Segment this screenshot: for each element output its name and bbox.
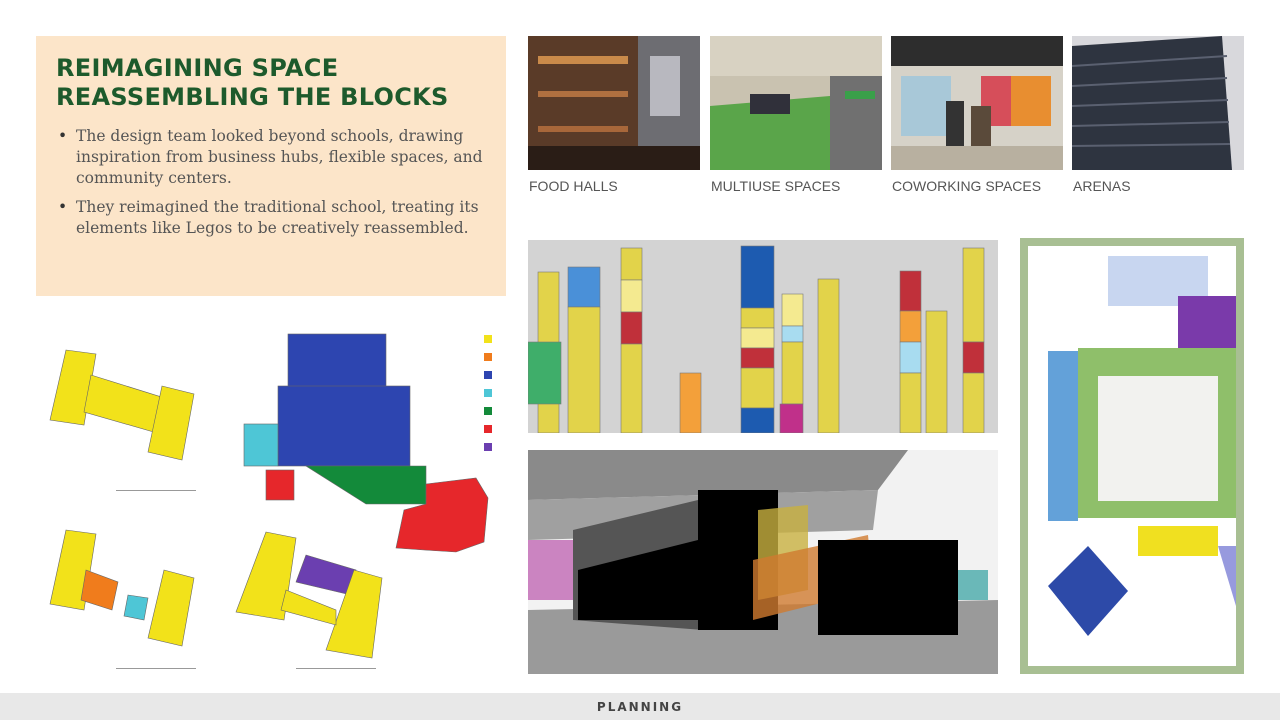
title-line-1: REIMAGINING SPACE xyxy=(56,54,339,82)
legend-swatch xyxy=(484,443,492,451)
legend-swatch xyxy=(484,335,492,343)
legend-swatch xyxy=(484,371,492,379)
legend-swatch xyxy=(484,425,492,433)
section-label: PLANNING xyxy=(596,700,684,714)
legend-swatch xyxy=(484,353,492,361)
intro-panel: REIMAGINING SPACE REASSEMBLING THE BLOCK… xyxy=(36,36,506,296)
title-line-2: REASSEMBLING THE BLOCKS xyxy=(56,83,449,111)
multiuse-spaces-photo xyxy=(710,36,882,170)
food-halls-photo xyxy=(528,36,700,170)
caption-arenas: ARENAS xyxy=(1073,178,1131,194)
floor-plans-diagram xyxy=(36,320,506,685)
caption-multiuse-spaces: MULTIUSE SPACES xyxy=(711,178,841,194)
legend-swatch xyxy=(484,407,492,415)
bullet-item: The design team looked beyond schools, d… xyxy=(56,126,486,189)
caption-food-halls: FOOD HALLS xyxy=(529,178,618,194)
caption-coworking-spaces: COWORKING SPACES xyxy=(892,178,1042,194)
bullet-item: They reimagined the traditional school, … xyxy=(56,197,486,239)
slide-title: REIMAGINING SPACE REASSEMBLING THE BLOCK… xyxy=(56,54,486,112)
coworking-spaces-photo xyxy=(891,36,1063,170)
legend-swatch xyxy=(484,389,492,397)
massing-render xyxy=(528,450,998,674)
arenas-photo xyxy=(1072,36,1244,170)
bullet-list: The design team looked beyond schools, d… xyxy=(56,126,486,239)
site-plan-drawing xyxy=(1020,238,1244,674)
footer-bar: PLANNING xyxy=(0,693,1280,720)
program-blocks-diagram xyxy=(528,240,998,433)
